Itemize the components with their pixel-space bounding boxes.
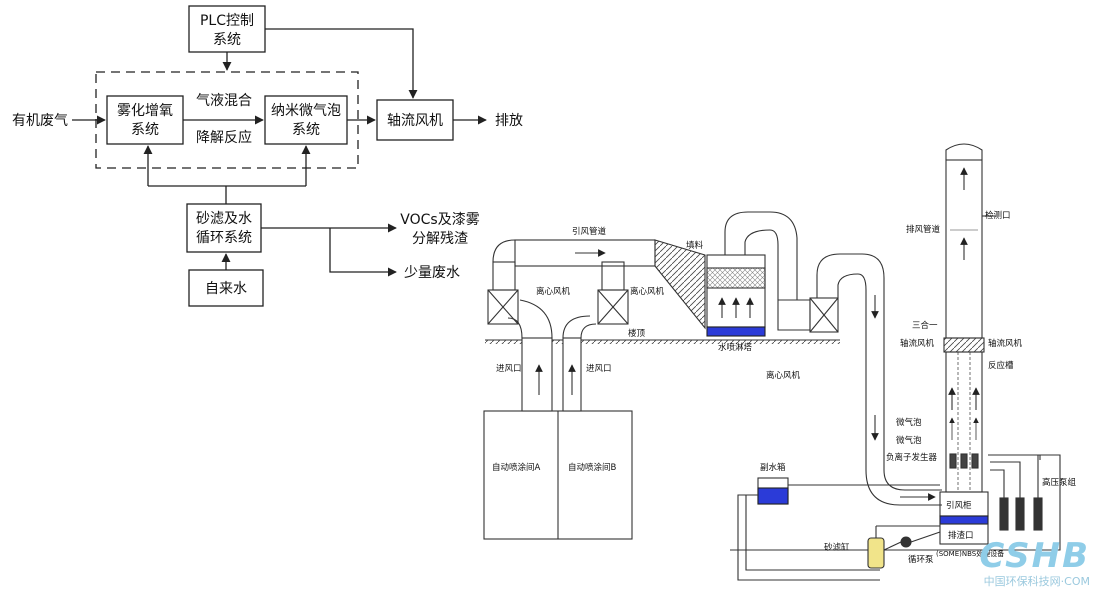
stack-cap <box>945 143 983 160</box>
label-drain: 排渣口 <box>948 530 974 541</box>
roof-hatch <box>485 340 840 344</box>
label-fan-c: 离心风机 <box>766 370 801 381</box>
label-booth-a: 自动喷涂间A <box>492 462 541 473</box>
watermark: CSHB 中国环保科技网·COM <box>979 539 1090 589</box>
tap-label: 自来水 <box>205 281 247 297</box>
duct-transition <box>654 239 706 330</box>
atomize-label-1: 雾化增氧 <box>117 103 173 119</box>
fan-c-duct-outer <box>816 253 885 470</box>
label-microbubble-2: 微气泡 <box>896 435 922 446</box>
label-inlet-a: 进风口 <box>496 364 522 374</box>
reaction-label: 降解反应 <box>196 129 252 146</box>
drain-box <box>939 523 989 545</box>
label-duct: 引风管道 <box>572 226 607 237</box>
label-three-in-one: 三合一 <box>912 320 938 331</box>
tower-water <box>706 326 766 337</box>
block-flow-diagram <box>72 5 487 307</box>
elbow-a-outer <box>519 299 553 339</box>
label-fan-b: 离心风机 <box>630 286 665 297</box>
label-sand-tank: 砂滤缸 <box>824 542 850 553</box>
filter-label-2: 循环系统 <box>196 230 252 246</box>
watermark-site: 中国环保科技网·COM <box>983 575 1090 588</box>
label-filler: 填料 <box>686 240 704 251</box>
label-axial-fan-left: 轴流风机 <box>900 338 935 349</box>
label-circ-pump: 循环泵 <box>908 554 934 565</box>
fan-c-duct-inner <box>837 273 867 470</box>
out1-label-2: 分解残渣 <box>412 231 468 247</box>
fan-label: 轴流风机 <box>387 113 443 129</box>
label-pump-group: 高压泵组 <box>1042 477 1077 488</box>
label-reactor: 反应槽 <box>988 360 1014 371</box>
centrifugal-fan-c <box>809 297 839 333</box>
reactor-water <box>939 515 989 525</box>
label-booth-b: 自动喷涂间B <box>568 462 617 473</box>
nano-label-2: 系统 <box>292 122 320 138</box>
label-exhaust-duct: 排风管道 <box>906 224 941 235</box>
label-tower: 水喷淋塔 <box>718 342 753 353</box>
mix-label: 气液混合 <box>196 93 252 109</box>
plant-schematic <box>483 143 1061 581</box>
reactor-column <box>945 351 983 493</box>
arrow-plc-fan <box>265 28 418 99</box>
label-water-tank: 副水箱 <box>760 462 786 473</box>
arrow-out-wastewater <box>329 228 397 277</box>
inlet-duct-a <box>521 337 553 412</box>
exhaust-label: 排放 <box>495 113 523 129</box>
riser-a-curve <box>492 239 516 263</box>
pump-3 <box>1033 497 1043 531</box>
bend-outer <box>883 469 942 491</box>
out2-label: 少量废水 <box>404 265 460 281</box>
plc-label-2: 系统 <box>213 32 241 48</box>
label-treatment: (SOME)NBS处理设备 <box>936 549 1004 558</box>
circulation-pump <box>900 536 912 548</box>
tower-outlet-inner <box>744 229 779 300</box>
elbow-b-inner <box>580 323 597 339</box>
pump-2 <box>1015 497 1025 531</box>
axial-fan-section <box>943 337 985 353</box>
riser-b <box>601 261 625 291</box>
riser-a <box>492 261 516 291</box>
out1-label-1: VOCs及漆雾 <box>400 212 479 228</box>
watermark-logo: CSHB <box>979 536 1090 576</box>
bend-inner <box>865 469 942 506</box>
plc-label-1: PLC控制 <box>200 13 254 29</box>
label-monitor: 检测口 <box>985 210 1011 221</box>
label-roof: 楼顶 <box>628 328 646 339</box>
block-flow-labels: PLC控制 系统 有机废气 雾化增氧 系统 气液混合 降解反应 纳米微气泡 系统… <box>12 13 523 297</box>
sand-filter-tank <box>867 537 885 569</box>
plant-labels: 引风管道 离心风机 离心风机 填料 楼顶 水喷淋塔 离心风机 进风口 进风口 自… <box>492 210 1077 565</box>
elbow-b <box>562 315 591 339</box>
label-microbubble-1: 微气泡 <box>896 417 922 428</box>
label-ion: 负离子发生器 <box>886 452 938 463</box>
tower-outlet-duct <box>724 211 798 300</box>
label-draw-box: 引风柜 <box>946 500 972 511</box>
pump-1 <box>999 497 1009 531</box>
label-axial-fan-right: 轴流风机 <box>988 338 1023 349</box>
label-inlet-b: 进风口 <box>586 364 612 374</box>
filler-layer <box>706 267 766 289</box>
label-fan-a: 离心风机 <box>536 286 571 297</box>
input-label: 有机废气 <box>12 113 68 129</box>
atomize-label-2: 系统 <box>131 122 159 138</box>
filter-label-1: 砂滤及水 <box>196 211 252 227</box>
nano-label-1: 纳米微气泡 <box>271 103 341 119</box>
